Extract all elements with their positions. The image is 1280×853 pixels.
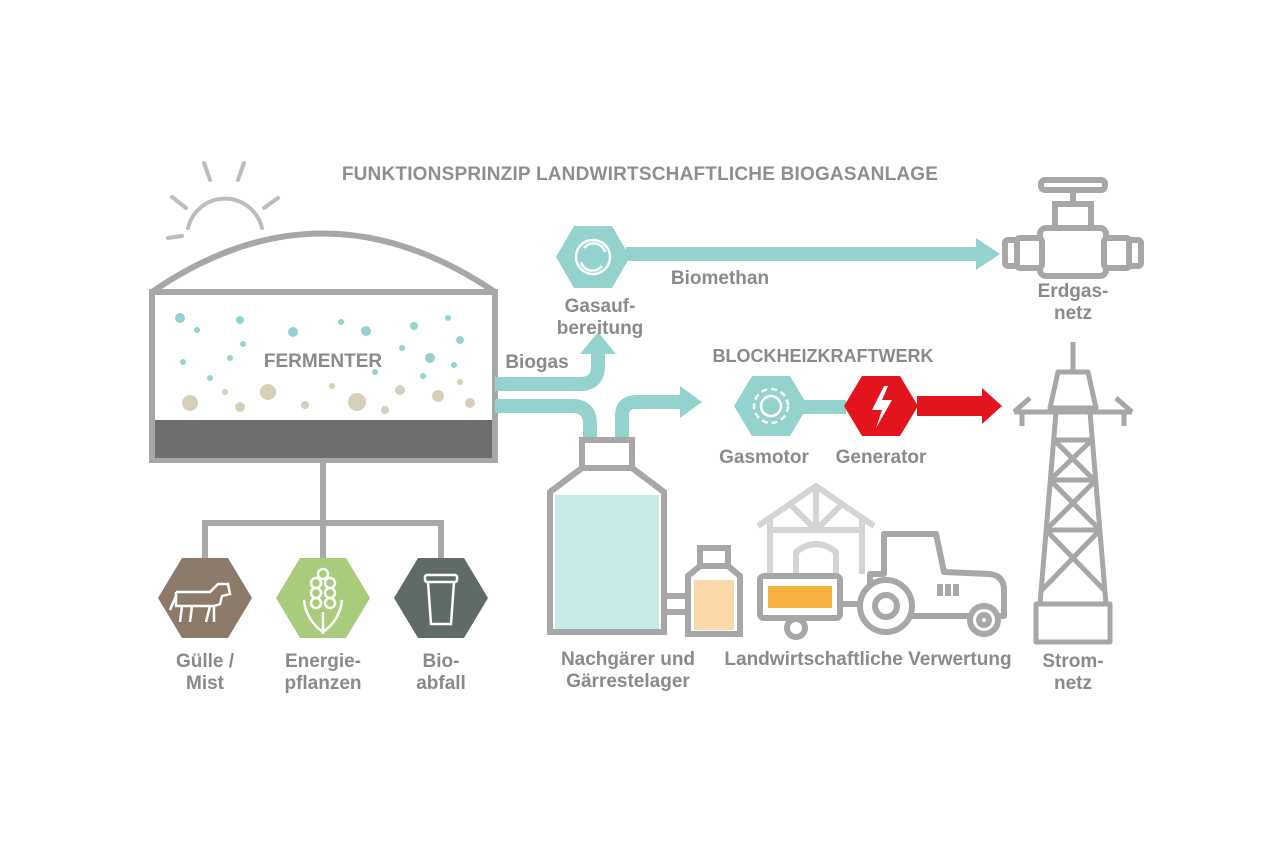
- small-tank: [685, 545, 743, 637]
- gasaufbereitung: [556, 226, 630, 288]
- pylon-icon: [1012, 342, 1134, 645]
- bin-icon: [423, 573, 459, 626]
- valve-icon: [1002, 177, 1144, 279]
- nachgaerer-label-1: Nachgärer und: [561, 649, 695, 670]
- input-label-2a: Energie-: [285, 651, 361, 672]
- blockheizkraftwerk-heading: BLOCKHEIZKRAFTWERK: [713, 346, 934, 366]
- input-connectors: [202, 460, 444, 560]
- fermenter-label: FERMENTER: [264, 351, 383, 372]
- erdgasnetz-label-1: Erdgas-: [1038, 281, 1109, 302]
- gear-icon: [752, 387, 790, 425]
- trailer-icon: [757, 573, 862, 640]
- input-bioabfall: [394, 558, 488, 638]
- input-label-1b: Mist: [186, 673, 225, 694]
- input-guelle: [158, 558, 252, 638]
- gasaufbereitung-label-1: Gasauf-: [565, 296, 636, 317]
- generator-label: Generator: [836, 447, 927, 468]
- verwertung-label: Landwirtschaftliche Verwertung: [724, 649, 1011, 670]
- biogas-label: Biogas: [505, 352, 568, 373]
- stromnetz-label-2: netz: [1054, 673, 1092, 694]
- gasmotor-label: Gasmotor: [719, 447, 809, 468]
- gasaufbereitung-label-2: bereitung: [557, 318, 644, 339]
- biomethan-label: Biomethan: [671, 268, 769, 289]
- input-label-3a: Bio-: [423, 651, 460, 672]
- erdgasnetz-label-2: netz: [1054, 303, 1092, 324]
- nachgaerer-tank: [547, 437, 686, 635]
- stromnetz-label-1: Strom-: [1042, 651, 1103, 672]
- sun-icon: [166, 161, 280, 240]
- barn-icon: [756, 483, 876, 574]
- diagram-title: FUNKTIONSPRINZIP LANDWIRTSCHAFTLICHE BIO…: [342, 164, 938, 185]
- generator: [844, 376, 1002, 436]
- input-labels: Gülle / Mist Energie- pflanzen Bio- abfa…: [176, 651, 466, 694]
- gas-pipes: [495, 247, 978, 440]
- corn-icon: [302, 567, 344, 634]
- fermenter: FERMENTER: [149, 230, 498, 463]
- cycle-icon: [574, 238, 612, 276]
- input-label-1a: Gülle /: [176, 651, 235, 672]
- input-energiepflanzen: [276, 558, 370, 638]
- pipe-arrows: [580, 238, 1000, 418]
- input-label-3b: abfall: [416, 673, 466, 694]
- gasmotor: [734, 376, 808, 436]
- lightning-icon: [872, 386, 892, 428]
- tractor-icon: [857, 531, 1007, 637]
- input-label-2b: pflanzen: [284, 673, 361, 694]
- nachgaerer-label-2: Gärrestelager: [566, 671, 690, 692]
- cow-icon: [168, 582, 232, 623]
